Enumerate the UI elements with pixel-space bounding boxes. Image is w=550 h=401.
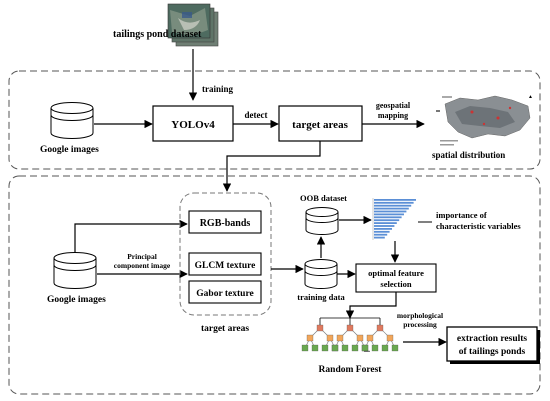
dataset-image-stack [167, 3, 219, 47]
tree-node [336, 334, 344, 342]
principal-label-1: Principal [127, 252, 157, 261]
random-forest-trees: ... [301, 317, 399, 354]
target-areas-box-top [278, 105, 363, 142]
tree-node [381, 344, 389, 352]
dataset-label: tailings pond dataset [113, 29, 202, 40]
importance-bar [374, 201, 414, 204]
importance-bar [374, 236, 385, 239]
google-images-database-bottom [53, 252, 97, 289]
importance-bar [374, 222, 397, 224]
extraction-results-box [446, 326, 538, 362]
spatial-distribution-label: spatial distribution [432, 150, 505, 160]
morph-label-1: morphological [397, 311, 443, 320]
target-areas-feature-group [179, 192, 272, 316]
training-data-label: training data [297, 292, 345, 302]
importance-bar [374, 199, 416, 201]
principal-label-2: component image [114, 261, 171, 270]
detect-label: detect [245, 110, 268, 120]
importance-bar [374, 213, 404, 216]
target-to-features-arrow [222, 141, 321, 192]
tree-node [306, 334, 314, 342]
google-images-database-top [50, 102, 94, 139]
importance-bar [374, 233, 388, 236]
importance-bar [374, 216, 402, 219]
importance-bar [374, 204, 412, 207]
target-areas-label-bottom: target areas [201, 324, 249, 334]
glcm-texture-box [188, 252, 262, 276]
geospatial-label-2: mapping [378, 111, 408, 120]
spatial-distribution-map: ▲ [436, 95, 533, 146]
tree-node [376, 324, 384, 332]
rgb-bands-label: RGB-bands [200, 218, 251, 229]
yolov4-box [152, 105, 234, 142]
oob-dataset-database [305, 207, 339, 235]
google-images-label-bottom: Google images [47, 295, 106, 305]
google-to-rgb-arrow [74, 219, 188, 252]
importance-bar [374, 225, 395, 227]
tree-node [341, 344, 349, 352]
top-section-frame [8, 70, 541, 170]
importance-bar [374, 207, 409, 210]
morph-label-2: processing [403, 320, 437, 329]
tree-node [356, 334, 364, 342]
tree-node [386, 334, 394, 342]
training-label: training [202, 84, 234, 94]
optimal-label-2: selection [380, 279, 411, 289]
rgb-bands-box [188, 210, 262, 234]
importance-bar [374, 228, 392, 230]
google-images-label-top: Google images [40, 145, 99, 155]
importance-label-2: characteristic variables [436, 221, 521, 231]
tree-node [371, 344, 379, 352]
training-data-database [304, 259, 338, 289]
importance-bar [374, 219, 400, 222]
oob-dataset-label: OOB dataset [300, 193, 347, 203]
importance-bar [374, 210, 407, 213]
bottom-section-frame [8, 175, 541, 395]
extraction-label-1: extraction results [457, 334, 528, 344]
extraction-label-2: of tailings ponds [459, 347, 526, 357]
importance-bar-chart [372, 198, 416, 240]
tree-node [361, 344, 369, 352]
north-arrow-icon: ▲ [528, 95, 533, 100]
tree-node [321, 344, 329, 352]
gabor-texture-label: Gabor texture [196, 289, 253, 299]
tree-node [351, 344, 359, 352]
glcm-texture-label: GLCM texture [195, 261, 256, 271]
ellipsis-dots: ... [364, 345, 370, 354]
tree-node [326, 334, 334, 342]
tree-node [366, 334, 374, 342]
tree-node [301, 344, 309, 352]
tree-node [331, 344, 339, 352]
tree-node [391, 344, 399, 352]
geospatial-label-1: geospatial [376, 101, 411, 110]
optimal-feature-selection-box [355, 263, 437, 293]
target-areas-label-top: target areas [292, 119, 348, 131]
importance-label-1: importance of [436, 210, 487, 220]
importance-bar [374, 230, 390, 233]
optimal-label-1: optimal feature [368, 268, 424, 278]
tree-node [316, 324, 324, 332]
selection-to-forest-arrow [345, 292, 397, 319]
random-forest-label: Random Forest [319, 365, 383, 375]
yolov4-label: YOLOv4 [171, 119, 215, 131]
tree-node [311, 344, 319, 352]
tree-node [346, 324, 354, 332]
gabor-texture-box [188, 280, 262, 304]
